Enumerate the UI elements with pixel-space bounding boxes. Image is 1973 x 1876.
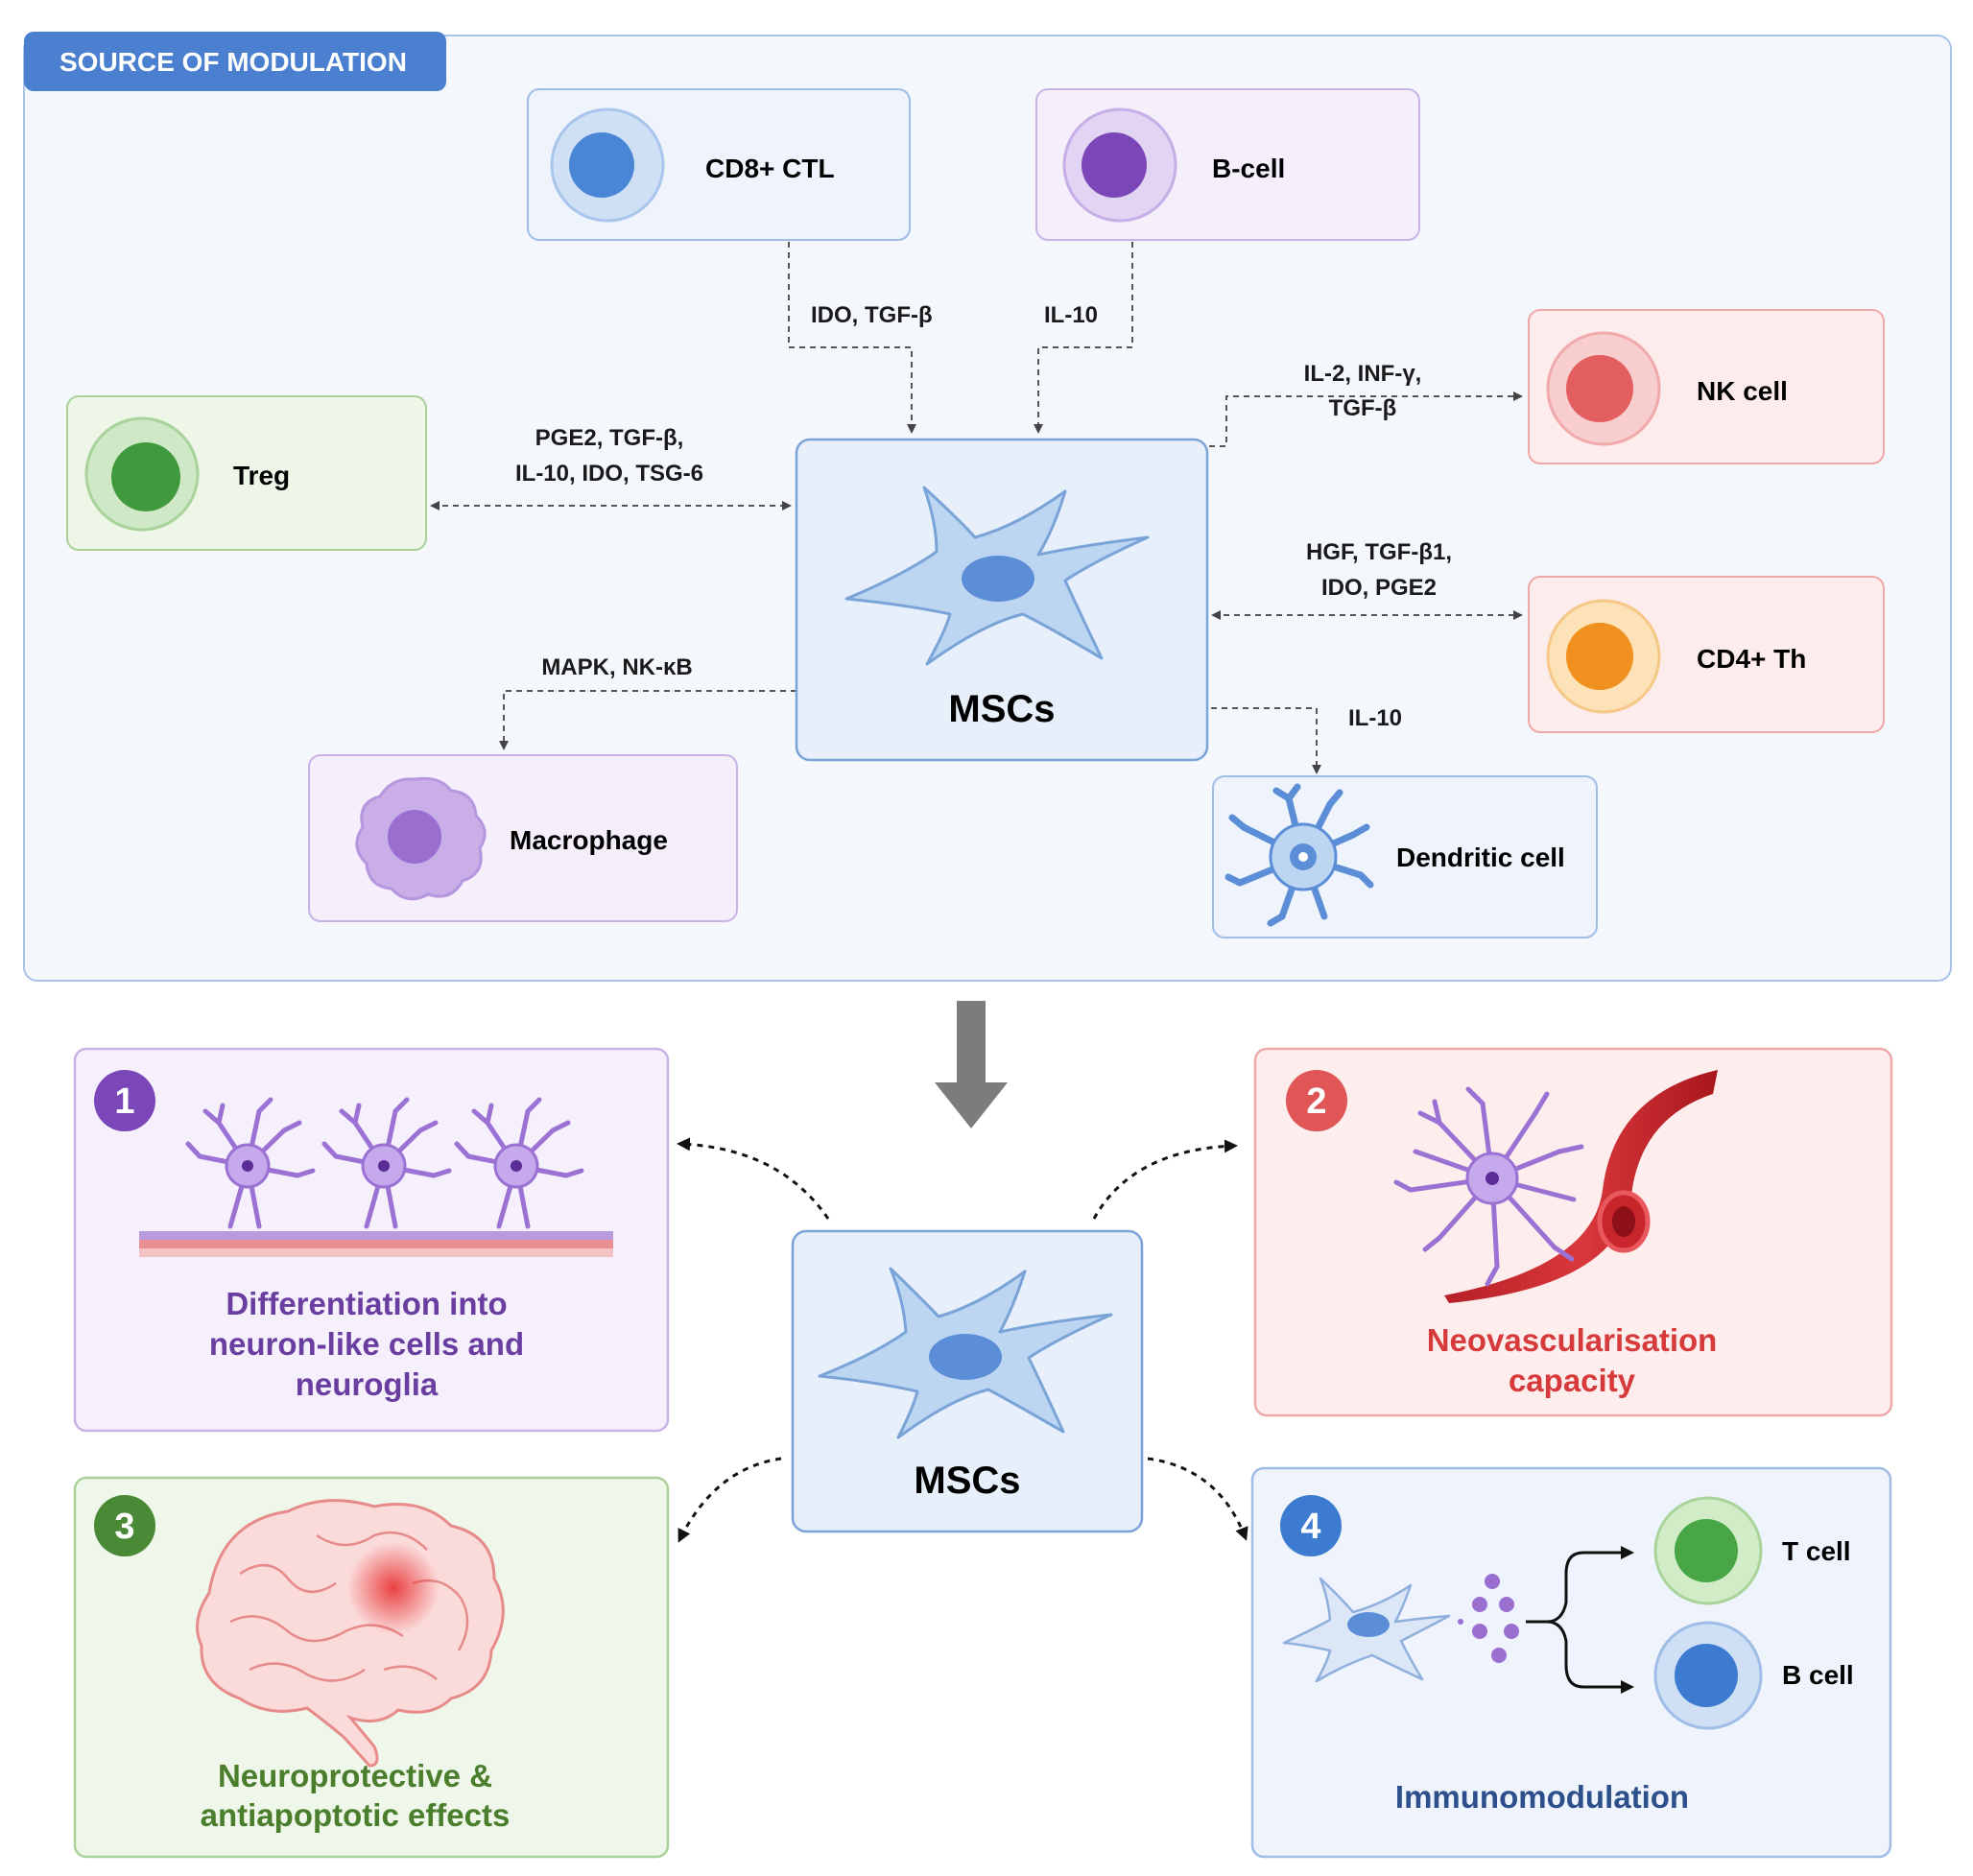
cd8-ctl-box: CD8+ CTL (527, 88, 911, 241)
cd8-connector (788, 242, 916, 434)
cd8-mediator-label: IDO, TGF-β (811, 302, 933, 328)
effect-4-connector (1147, 1457, 1248, 1541)
effect-3-title-line-1: Neuroprotective & (218, 1758, 492, 1793)
macrophage-mediator-label: MAPK, NK-κB (541, 654, 692, 680)
macrophage-label: Macrophage (510, 825, 668, 855)
b-cell-target-icon (1653, 1621, 1763, 1730)
effect-2-badge: 2 (1286, 1070, 1347, 1131)
mscs-center-box: MSCs (795, 438, 1209, 762)
effect-2-number: 2 (1306, 1081, 1326, 1122)
effect-2-box: 2 Neovascularisation capacity (1253, 1047, 1893, 1417)
msc-cell-icon (844, 486, 1150, 666)
b-cell-target-label: B cell (1782, 1660, 1854, 1690)
t-cell-label: T cell (1782, 1536, 1851, 1566)
effect-4-title: Immunomodulation (1395, 1779, 1689, 1815)
t-cell-icon (1653, 1496, 1763, 1605)
cd4-mediator-label-2: IDO, PGE2 (1321, 575, 1437, 601)
msc-small-icon (1282, 1577, 1451, 1683)
nk-mediator-label-2: TGF-β (1329, 395, 1397, 421)
branch-arrow-icon (1526, 1546, 1634, 1694)
modulation-connectors (430, 242, 1523, 774)
effect-1-connector (677, 1137, 830, 1220)
effect-2-title-line-2: capacity (1509, 1363, 1636, 1398)
dendritic-mediator-label: IL-10 (1348, 705, 1402, 731)
macrophage-box: Macrophage (308, 754, 738, 922)
brain-icon (196, 1499, 505, 1768)
effect-3-title-line-2: antiapoptotic effects (201, 1797, 511, 1833)
cd4-th-box: CD4+ Th (1528, 576, 1885, 733)
treg-label: Treg (233, 461, 290, 490)
nk-cell-label: NK cell (1697, 376, 1788, 406)
astrocyte-icon (1393, 1086, 1584, 1287)
effect-3-number: 3 (114, 1507, 134, 1547)
effect-3-badge: 3 (94, 1495, 155, 1556)
effect-1-title-line-1: Differentiation into (226, 1286, 507, 1321)
b-cell-box: B-cell (1035, 88, 1420, 241)
source-of-modulation-panel: SOURCE OF MODULATION IDO, TGF-β IL-10 IL… (23, 32, 1952, 982)
effect-2-title-line-1: Neovascularisation (1427, 1322, 1718, 1358)
effect-1-badge: 1 (94, 1070, 155, 1131)
effects-connectors (677, 1137, 1248, 1543)
treg-box: Treg (66, 395, 427, 551)
dendritic-connector (1211, 707, 1321, 774)
effect-1-title-line-2: neuron-like cells and (209, 1326, 524, 1362)
mscs-effects-label: MSCs (914, 1460, 1020, 1502)
down-arrow-icon (935, 1001, 1008, 1128)
treg-mediator-label-2: IL-10, IDO, TSG-6 (515, 461, 703, 487)
nk-cell-icon (1546, 331, 1661, 446)
cd4-mediator-label-1: HGF, TGF-β1, (1306, 539, 1452, 565)
effect-1-title-line-3: neuroglia (296, 1366, 439, 1402)
nk-connector (1209, 392, 1523, 447)
effect-4-number: 4 (1300, 1507, 1320, 1547)
effect-1-box: 1 Differentiation into neuron-like cells… (73, 1047, 670, 1433)
mscs-center-label: MSCs (948, 688, 1055, 730)
blood-vessel-icon (1444, 1070, 1718, 1303)
cd8-ctl-cell-icon (550, 107, 665, 223)
dendritic-cell-label: Dendritic cell (1396, 843, 1565, 872)
b-cell-label: B-cell (1212, 154, 1285, 183)
b-cell-icon (1062, 107, 1177, 223)
treg-mediator-label-1: PGE2, TGF-β, (535, 425, 684, 451)
neuron-layer-icon (139, 1097, 613, 1257)
macrophage-connector (499, 690, 796, 750)
dendritic-cell-icon (1224, 783, 1374, 927)
effect-2-connector (1092, 1139, 1238, 1220)
bcell-mediator-label: IL-10 (1044, 302, 1098, 328)
source-badge: SOURCE OF MODULATION (24, 32, 446, 91)
effect-3-connector (677, 1457, 782, 1543)
dendritic-cell-box: Dendritic cell (1212, 775, 1598, 938)
cd8-ctl-label: CD8+ CTL (705, 154, 835, 183)
effect-4-badge: 4 (1280, 1495, 1342, 1556)
cd4-th-cell-icon (1546, 599, 1661, 714)
cytokine-dots-icon (1458, 1574, 1519, 1663)
treg-cell-icon (84, 416, 200, 532)
nk-mediator-label-1: IL-2, INF-γ, (1304, 361, 1422, 387)
mscs-effects-box: MSCs (791, 1229, 1144, 1533)
effect-4-box: 4 T cell B cell Immun (1250, 1466, 1892, 1859)
msc-effects-cell-icon (818, 1267, 1113, 1439)
effect-3-box: 3 Neuroprotective & antiapoptotic effect… (73, 1476, 670, 1859)
macrophage-icon (355, 776, 487, 901)
effect-1-number: 1 (114, 1081, 134, 1122)
nk-cell-box: NK cell (1528, 309, 1885, 464)
source-badge-label: SOURCE OF MODULATION (59, 47, 407, 77)
cd4-th-label: CD4+ Th (1697, 644, 1806, 674)
bcell-connector (1034, 242, 1133, 434)
